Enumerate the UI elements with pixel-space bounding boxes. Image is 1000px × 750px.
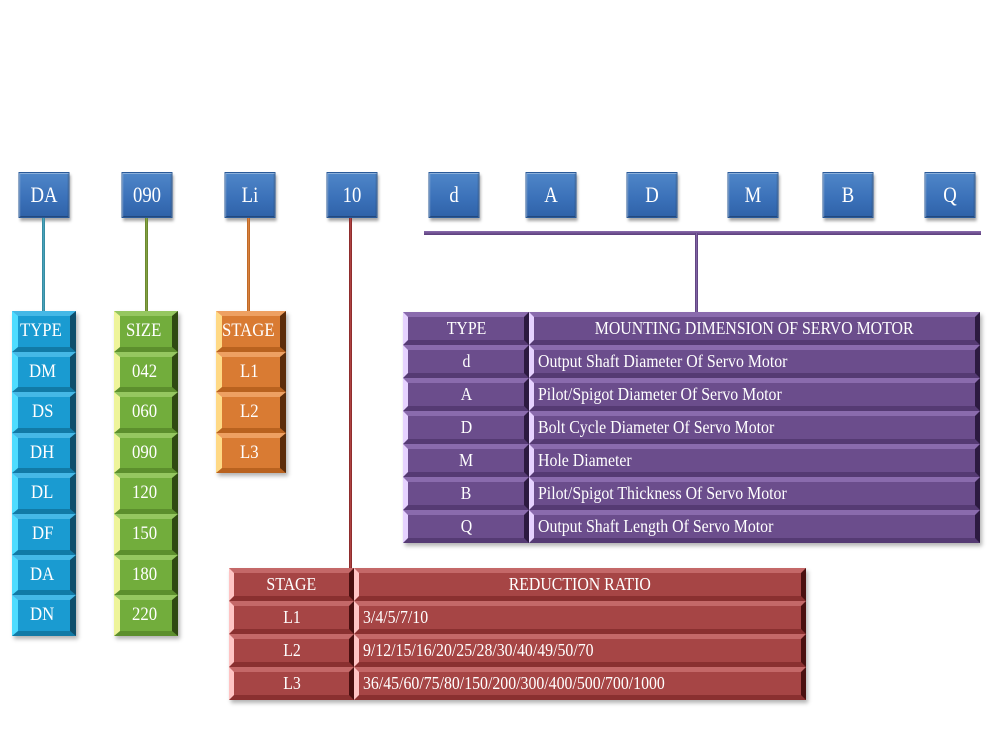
size-item: 220 <box>114 595 178 636</box>
size-item: 150 <box>114 513 178 555</box>
type-item: DH <box>12 432 76 474</box>
type-column: TYPE DM DS DH DL DF DA DN <box>12 311 76 636</box>
connector-mounting <box>695 233 698 313</box>
mounting-header-type: TYPE <box>403 312 529 345</box>
connector-stage <box>247 218 250 312</box>
code-segment-m: M <box>727 172 779 218</box>
mounting-table-row: A Pilot/Spigot Diameter Of Servo Motor <box>403 378 980 411</box>
mounting-table-row: Q Output Shaft Length Of Servo Motor <box>403 510 980 543</box>
connector-type <box>42 218 45 312</box>
code-segment-a: A <box>525 172 577 218</box>
code-segment-ratio: 10 <box>326 172 378 218</box>
size-item: 120 <box>114 473 178 514</box>
size-item: 060 <box>114 392 178 433</box>
connector-ratio <box>349 218 352 570</box>
mounting-type-cell: B <box>403 477 529 510</box>
stage-item: L1 <box>216 351 286 393</box>
type-item: DM <box>12 351 76 393</box>
ratio-values-cell: 3/4/5/7/10 <box>354 601 806 634</box>
mounting-type-cell: D <box>403 411 529 444</box>
mounting-type-cell: M <box>403 444 529 477</box>
type-item: DN <box>12 595 76 636</box>
code-segment-d-upper: D <box>626 172 678 218</box>
reduction-ratio-table: STAGE REDUCTION RATIO L1 3/4/5/7/10 L2 9… <box>229 568 806 700</box>
size-column-header: SIZE <box>114 311 178 352</box>
mounting-type-cell: d <box>403 345 529 378</box>
ratio-header-stage: STAGE <box>229 568 354 601</box>
code-segment-b: B <box>822 172 874 218</box>
mounting-description-cell: Output Shaft Diameter Of Servo Motor <box>529 345 980 378</box>
ratio-stage-cell: L2 <box>229 634 354 667</box>
ratio-table-header-row: STAGE REDUCTION RATIO <box>229 568 806 601</box>
mounting-table-row: D Bolt Cycle Diameter Of Servo Motor <box>403 411 980 444</box>
size-item: 042 <box>114 351 178 393</box>
type-item: DF <box>12 513 76 555</box>
mounting-table-row: M Hole Diameter <box>403 444 980 477</box>
ratio-values-cell: 9/12/15/16/20/25/28/30/40/49/50/70 <box>354 634 806 667</box>
mounting-table-header-row: TYPE MOUNTING DIMENSION OF SERVO MOTOR <box>403 312 980 345</box>
ratio-stage-cell: L3 <box>229 667 354 700</box>
code-segment-q: Q <box>924 172 976 218</box>
mounting-type-cell: A <box>403 378 529 411</box>
stage-column: STAGE L1 L2 L3 <box>216 311 286 474</box>
mounting-description-cell: Bolt Cycle Diameter Of Servo Motor <box>529 411 980 444</box>
mounting-description-cell: Pilot/Spigot Thickness Of Servo Motor <box>529 477 980 510</box>
ratio-stage-cell: L1 <box>229 601 354 634</box>
ratio-header-reduction: REDUCTION RATIO <box>354 568 806 601</box>
ratio-table-row: L1 3/4/5/7/10 <box>229 601 806 634</box>
ratio-table-row: L2 9/12/15/16/20/25/28/30/40/49/50/70 <box>229 634 806 667</box>
stage-column-header: STAGE <box>216 311 286 352</box>
mounting-header-description: MOUNTING DIMENSION OF SERVO MOTOR <box>529 312 980 345</box>
type-item: DL <box>12 473 76 514</box>
mounting-dimension-table: TYPE MOUNTING DIMENSION OF SERVO MOTOR d… <box>403 312 980 543</box>
mounting-description-cell: Output Shaft Length Of Servo Motor <box>529 510 980 543</box>
ratio-table-row: L3 36/45/60/75/80/150/200/300/400/500/70… <box>229 667 806 700</box>
ratio-values-cell: 36/45/60/75/80/150/200/300/400/500/700/1… <box>354 667 806 700</box>
code-segment-stage: Li <box>224 172 276 218</box>
type-item: DS <box>12 392 76 433</box>
mounting-description-cell: Pilot/Spigot Diameter Of Servo Motor <box>529 378 980 411</box>
code-segment-size: 090 <box>121 172 173 218</box>
mounting-table-row: d Output Shaft Diameter Of Servo Motor <box>403 345 980 378</box>
code-segment-type: DA <box>18 172 70 218</box>
type-column-header: TYPE <box>12 311 76 352</box>
stage-item: L3 <box>216 432 286 474</box>
mounting-table-row: B Pilot/Spigot Thickness Of Servo Motor <box>403 477 980 510</box>
type-item: DA <box>12 554 76 596</box>
size-column: SIZE 042 060 090 120 150 180 220 <box>114 311 178 636</box>
size-item: 180 <box>114 554 178 596</box>
connector-mounting-bar <box>424 231 981 235</box>
size-item: 090 <box>114 432 178 474</box>
mounting-type-cell: Q <box>403 510 529 543</box>
mounting-description-cell: Hole Diameter <box>529 444 980 477</box>
code-segment-d: d <box>428 172 480 218</box>
stage-item: L2 <box>216 392 286 433</box>
connector-size <box>145 218 148 312</box>
